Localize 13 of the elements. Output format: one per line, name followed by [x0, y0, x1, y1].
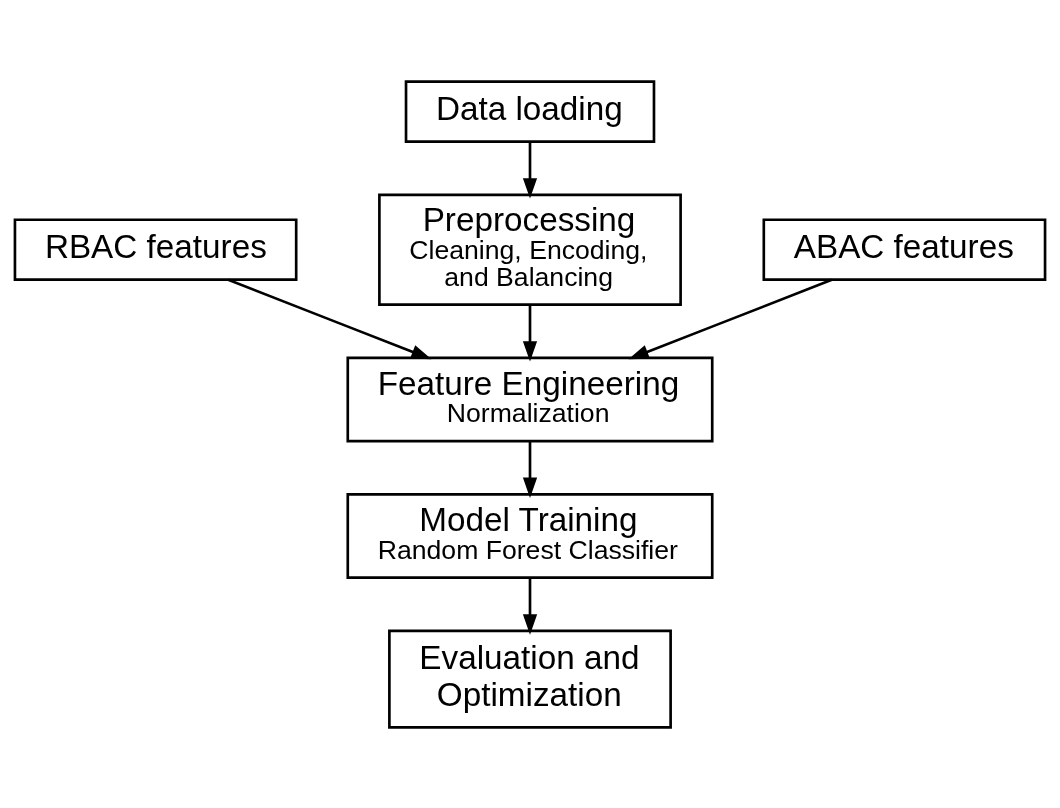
- arrow: [522, 141, 538, 198]
- arrow: [522, 577, 538, 635]
- arrow: [522, 440, 538, 498]
- arrow: [628, 278, 833, 359]
- node-box: RBAC features: [13, 217, 298, 281]
- arrow: [227, 278, 432, 359]
- node-box: Feature Engineering Normalization: [346, 356, 714, 442]
- node-box: Preprocessing Cleaning, Encoding, and Balancing: [378, 193, 682, 306]
- node-box: Model Training Random Forest Classifier: [346, 492, 714, 579]
- node-box: Evaluation and Optimization: [388, 629, 672, 729]
- arrow: [522, 304, 538, 361]
- node-box: ABAC features: [762, 217, 1047, 281]
- node-box: Data loading: [404, 79, 656, 143]
